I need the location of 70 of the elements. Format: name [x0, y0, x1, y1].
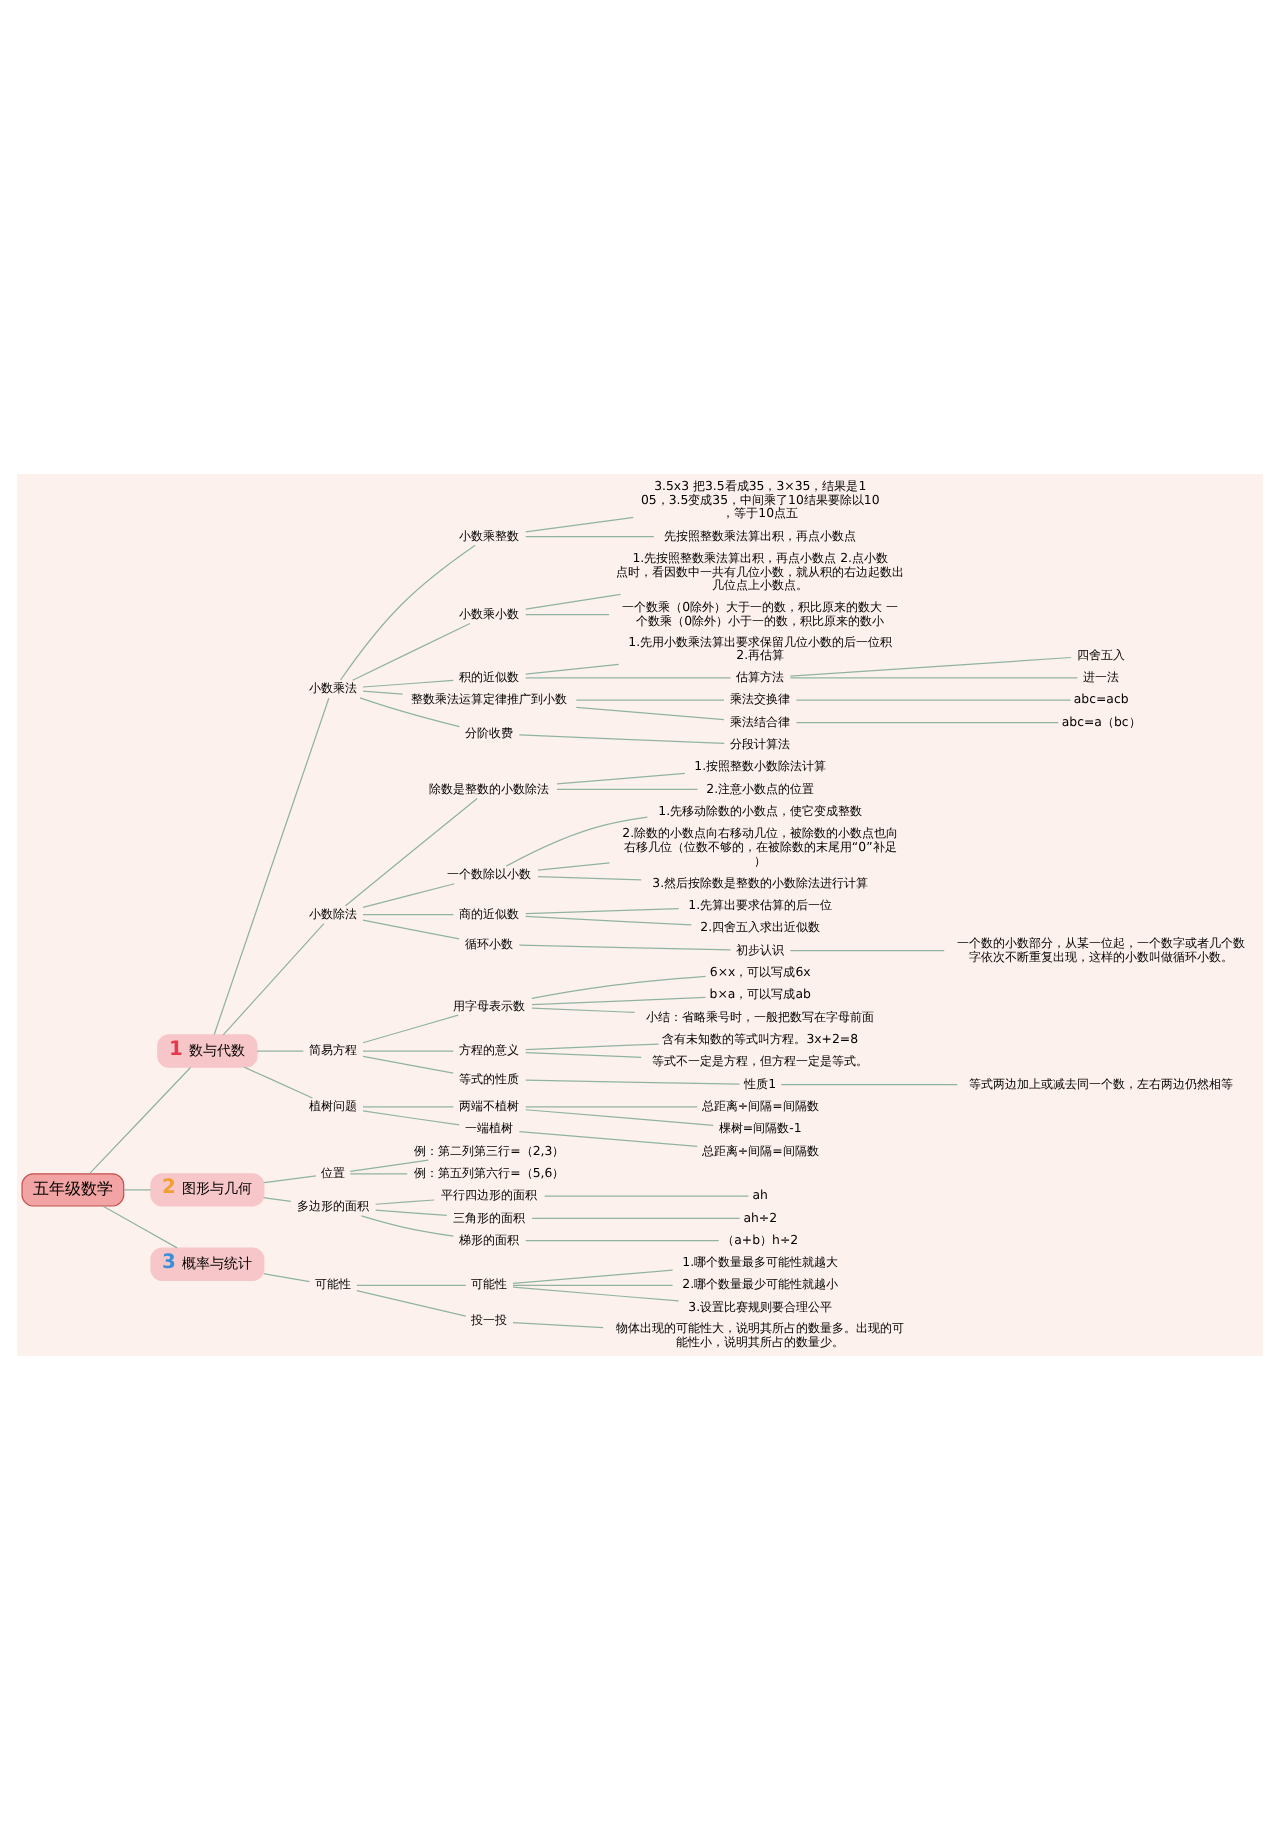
connector	[518, 733, 725, 744]
connector	[531, 1216, 741, 1218]
connector	[525, 676, 732, 678]
connector	[525, 1078, 741, 1084]
connector	[512, 1283, 674, 1285]
connector	[556, 771, 686, 784]
connector	[518, 943, 732, 950]
connector	[263, 1174, 317, 1183]
connector	[349, 1172, 408, 1174]
connector	[512, 1320, 604, 1328]
connector	[359, 696, 461, 727]
connector	[525, 592, 622, 609]
connector	[362, 913, 454, 915]
connector	[531, 995, 707, 1005]
connector	[525, 1239, 720, 1241]
connector	[362, 918, 460, 939]
connector	[525, 907, 680, 914]
connector	[525, 535, 655, 537]
connector	[89, 1065, 192, 1174]
connector	[525, 662, 620, 674]
connector	[356, 1283, 467, 1285]
connector	[243, 1065, 314, 1098]
connector	[575, 698, 725, 700]
connector	[537, 861, 611, 870]
connector	[525, 1050, 642, 1057]
connector	[525, 914, 692, 925]
connector	[525, 515, 634, 532]
connector	[525, 1105, 698, 1107]
connector	[375, 1198, 435, 1204]
connector	[556, 787, 699, 790]
connector	[263, 1272, 311, 1282]
connector	[356, 1288, 467, 1316]
connector	[795, 720, 1059, 723]
connector	[349, 1158, 429, 1172]
connector	[525, 1108, 714, 1125]
connector	[362, 1049, 454, 1051]
connector	[531, 1006, 636, 1013]
connector	[537, 874, 642, 880]
connector	[789, 676, 1079, 678]
connector	[362, 678, 454, 687]
connector	[512, 1285, 680, 1301]
connector	[505, 815, 648, 866]
connector	[362, 1013, 459, 1043]
connector	[518, 1129, 698, 1146]
connector	[525, 1042, 660, 1050]
connector	[256, 1049, 304, 1051]
connector	[795, 698, 1072, 700]
connector	[512, 1268, 674, 1284]
connector	[123, 1188, 152, 1190]
connector	[525, 613, 610, 615]
connector	[344, 796, 478, 906]
connector	[362, 689, 404, 694]
connector	[339, 543, 476, 680]
connector	[375, 1208, 448, 1215]
connector	[362, 1109, 460, 1125]
connector	[352, 621, 471, 680]
connector	[789, 655, 1072, 676]
connector	[222, 922, 325, 1035]
connector	[362, 882, 455, 907]
connector	[531, 974, 707, 998]
connector	[263, 1196, 292, 1202]
connector	[213, 696, 330, 1035]
connector	[362, 1105, 454, 1107]
connector	[789, 949, 945, 951]
connector	[362, 1054, 454, 1073]
connector	[102, 1204, 178, 1248]
connector	[780, 1082, 958, 1085]
connector	[575, 705, 725, 720]
connector	[360, 1214, 455, 1236]
connector	[544, 1194, 750, 1196]
